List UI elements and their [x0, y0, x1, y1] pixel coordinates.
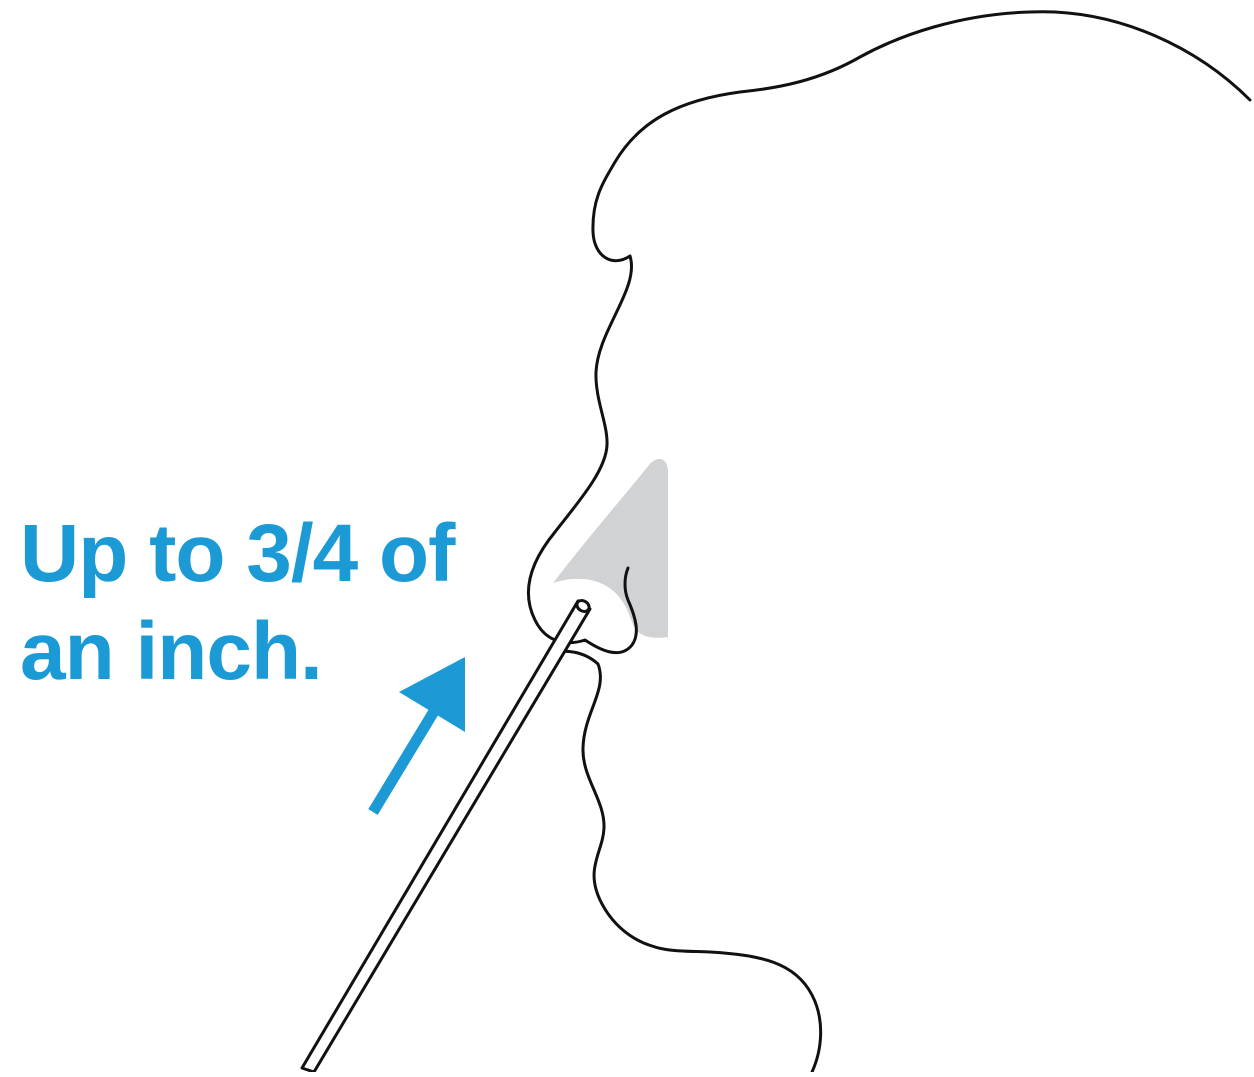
arrow-shaft [373, 708, 436, 812]
caption-line-2: an inch. [20, 603, 500, 701]
lower-face-outline [548, 651, 821, 1072]
insertion-depth-caption: Up to 3/4 of an inch. [20, 505, 500, 701]
nasal-cavity-shading [553, 459, 668, 638]
caption-line-1: Up to 3/4 of [20, 505, 500, 603]
